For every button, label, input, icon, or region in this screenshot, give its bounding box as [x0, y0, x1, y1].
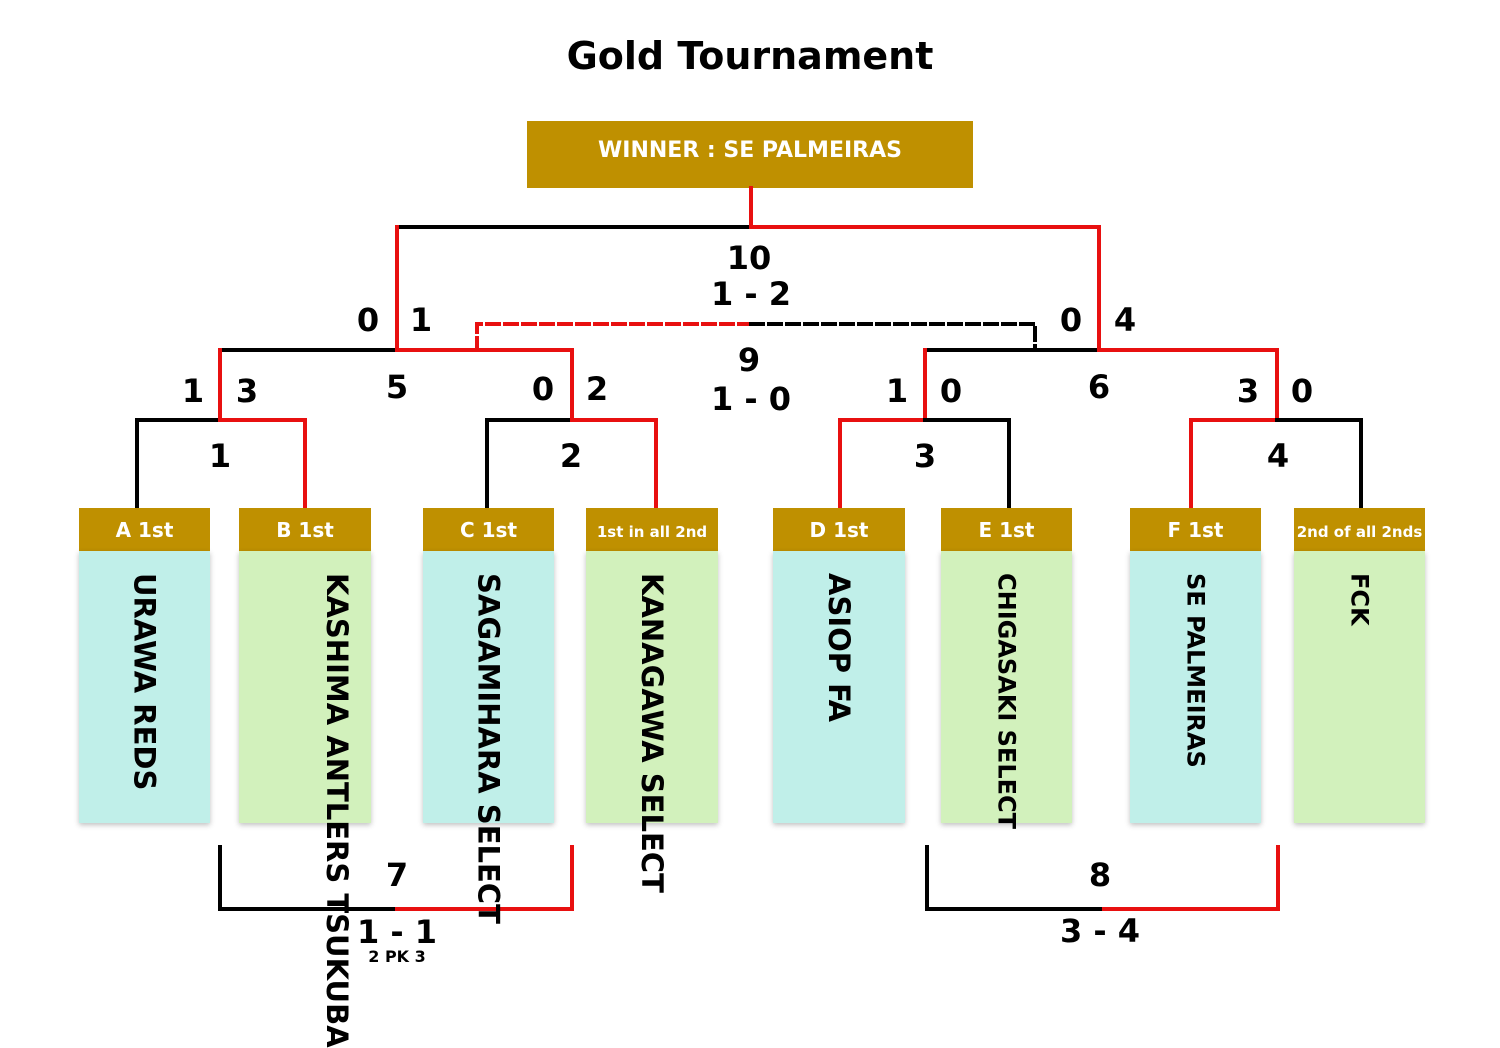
- team-card-c2: KANAGAWA SELECT: [586, 551, 718, 893]
- score-m1-left: 1: [181, 372, 205, 410]
- team-name-f2: FCK: [1345, 573, 1374, 626]
- match-number-8: 8: [1088, 856, 1112, 894]
- team-card-f2: FCK: [1294, 551, 1425, 823]
- team-card-a: URAWA REDS: [79, 551, 210, 823]
- score-m5-left: 0: [356, 301, 380, 339]
- m8-right-bracket: [1102, 845, 1280, 911]
- team-name-b: KASHIMA ANTLERS TSUKUBA: [320, 573, 354, 1048]
- team-slot-e: E 1st: [941, 508, 1072, 551]
- score-m2-right: 2: [585, 370, 609, 408]
- team-name-c2: KANAGAWA SELECT: [635, 573, 669, 893]
- team-slot-b: B 1st: [239, 508, 371, 551]
- team-slot-f: F 1st: [1130, 508, 1261, 551]
- match-number-6: 6: [1087, 368, 1111, 406]
- match-score-10: 1 - 2: [710, 275, 792, 313]
- team-name-a: URAWA REDS: [127, 573, 162, 791]
- match-number-2: 2: [559, 437, 583, 475]
- match-score-8: 3 - 4: [1059, 912, 1141, 950]
- m9-left-dashed: [475, 322, 753, 352]
- team-name-c: SAGAMIHARA SELECT: [471, 573, 506, 924]
- m7-left-bracket: [218, 845, 399, 911]
- match-number-5: 5: [385, 368, 409, 406]
- team-slot-d: D 1st: [773, 508, 905, 551]
- match-number-7: 7: [385, 856, 409, 894]
- team-slot-f2: 2nd of all 2nds: [1294, 508, 1425, 551]
- score-m4-right: 0: [1290, 372, 1314, 410]
- match-number-9: 9: [737, 341, 761, 379]
- match-pk-7: 2 PK 3: [368, 947, 426, 966]
- team-card-f: SE PALMEIRAS: [1130, 551, 1261, 823]
- m8-left-bracket: [925, 845, 1106, 911]
- score-m1-right: 3: [235, 372, 259, 410]
- team-slot-c: C 1st: [423, 508, 554, 551]
- page-title: Gold Tournament: [566, 34, 934, 78]
- score-m5-right: 1: [409, 301, 433, 339]
- team-name-e: CHIGASAKI SELECT: [992, 573, 1021, 829]
- team-name-d: ASIOP FA: [822, 573, 856, 723]
- team-slot-a: A 1st: [79, 508, 210, 551]
- score-m4-left: 3: [1236, 372, 1260, 410]
- team-card-c: SAGAMIHARA SELECT: [423, 551, 554, 924]
- m9-right-dashed: [749, 322, 1037, 352]
- score-m6-left: 0: [1059, 301, 1083, 339]
- match-number-3: 3: [913, 437, 937, 475]
- match-number-4: 4: [1266, 437, 1290, 475]
- score-m3-right: 0: [939, 372, 963, 410]
- match-score-7: 1 - 1: [356, 913, 438, 951]
- team-name-f: SE PALMEIRAS: [1181, 573, 1210, 768]
- match-number-1: 1: [208, 437, 232, 475]
- m7-right-bracket: [395, 845, 574, 911]
- match-number-10: 10: [726, 239, 772, 277]
- team-slot-c2: 1st in all 2nd: [586, 508, 718, 551]
- match-score-9: 1 - 0: [710, 380, 792, 418]
- team-card-b: KASHIMA ANTLERS TSUKUBA: [239, 551, 371, 1048]
- team-card-d: ASIOP FA: [773, 551, 905, 823]
- score-m6-right: 4: [1113, 301, 1137, 339]
- bracket-lines: [135, 186, 1363, 911]
- winner-banner: WINNER : SE PALMEIRAS: [527, 121, 973, 188]
- team-card-e: CHIGASAKI SELECT: [941, 551, 1072, 829]
- score-m3-left: 1: [885, 372, 909, 410]
- score-m2-left: 0: [531, 370, 555, 408]
